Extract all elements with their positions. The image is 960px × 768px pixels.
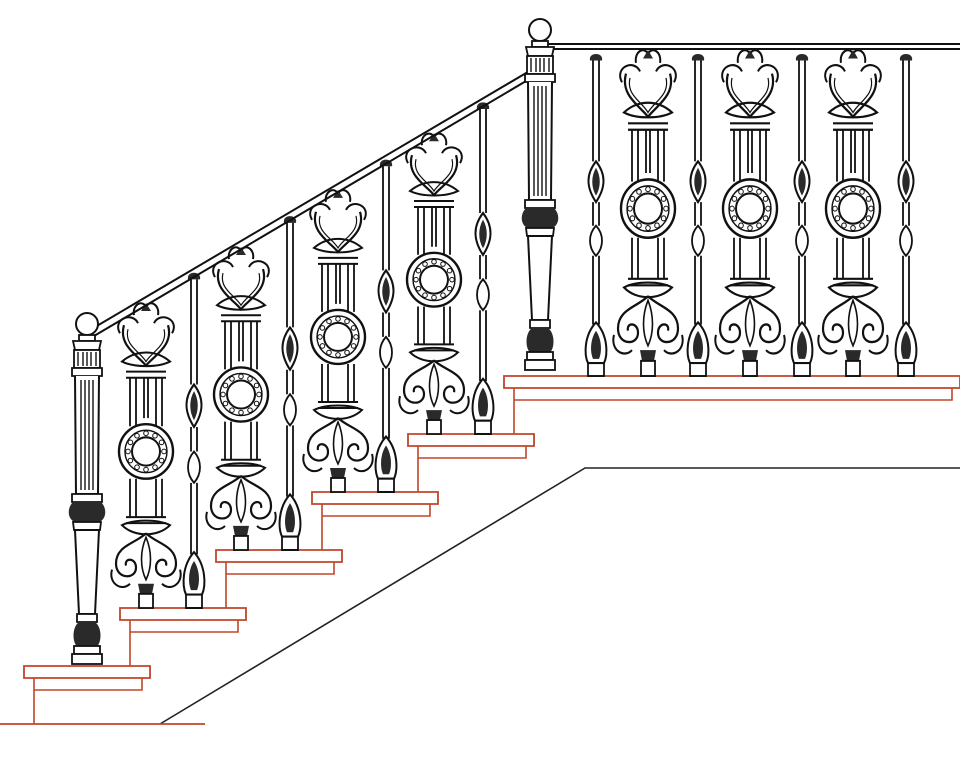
stair-step <box>407 433 535 492</box>
spindle-baluster <box>278 215 302 552</box>
spindle-baluster <box>686 52 710 378</box>
ornamental-baluster <box>110 301 182 610</box>
ornamental-baluster <box>714 48 786 378</box>
spindle-baluster <box>374 158 398 494</box>
stair-step <box>311 491 439 550</box>
spindle-baluster <box>471 101 495 436</box>
spindle-baluster <box>584 52 608 378</box>
newel-post-bottom <box>67 312 107 665</box>
stair-step <box>23 665 151 724</box>
balusters <box>110 48 918 610</box>
stair-step <box>215 549 343 608</box>
ornamental-baluster <box>302 188 374 494</box>
ornamental-baluster <box>398 132 470 436</box>
handrail <box>89 43 960 337</box>
newel-post-top <box>520 18 560 371</box>
spindle-baluster <box>894 52 918 378</box>
stair-steps <box>0 375 960 725</box>
ornamental-baluster <box>817 48 889 378</box>
ornamental-baluster <box>612 48 684 378</box>
landing <box>503 375 960 434</box>
stair-step <box>119 607 247 666</box>
stringer <box>159 467 960 725</box>
ornamental-baluster <box>205 245 277 552</box>
spindle-baluster <box>182 271 206 610</box>
spindle-baluster <box>790 52 814 378</box>
